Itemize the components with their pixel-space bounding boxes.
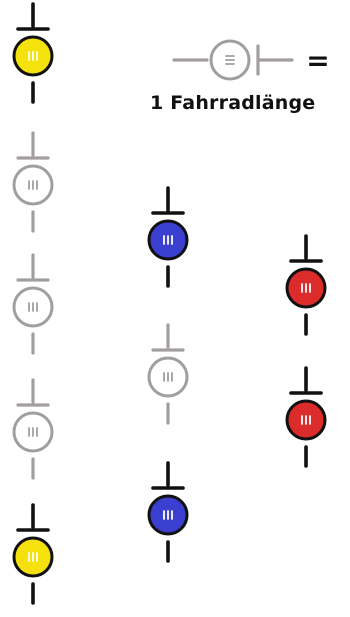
gray-bike-icon <box>12 253 54 355</box>
bike-column-right <box>285 234 327 468</box>
gray-bike-icon <box>147 323 189 425</box>
equals-sign: = <box>306 44 329 77</box>
blue-bike-icon <box>147 186 189 288</box>
bike-column-left <box>12 2 54 605</box>
blue-bike-icon <box>147 461 189 563</box>
gray-bike-icon <box>12 131 54 233</box>
red-bike-icon <box>285 234 327 336</box>
bike-column-middle <box>147 186 189 563</box>
legend-icon-group <box>172 39 294 81</box>
bikes-layer <box>12 2 327 605</box>
red-bike-icon <box>285 366 327 468</box>
yellow-bike-icon <box>12 2 54 104</box>
bicycle-legend-icon <box>172 39 294 81</box>
yellow-bike-icon <box>12 503 54 605</box>
legend-caption: 1 Fahrradlänge <box>150 92 316 114</box>
gray-bike-icon <box>12 378 54 480</box>
